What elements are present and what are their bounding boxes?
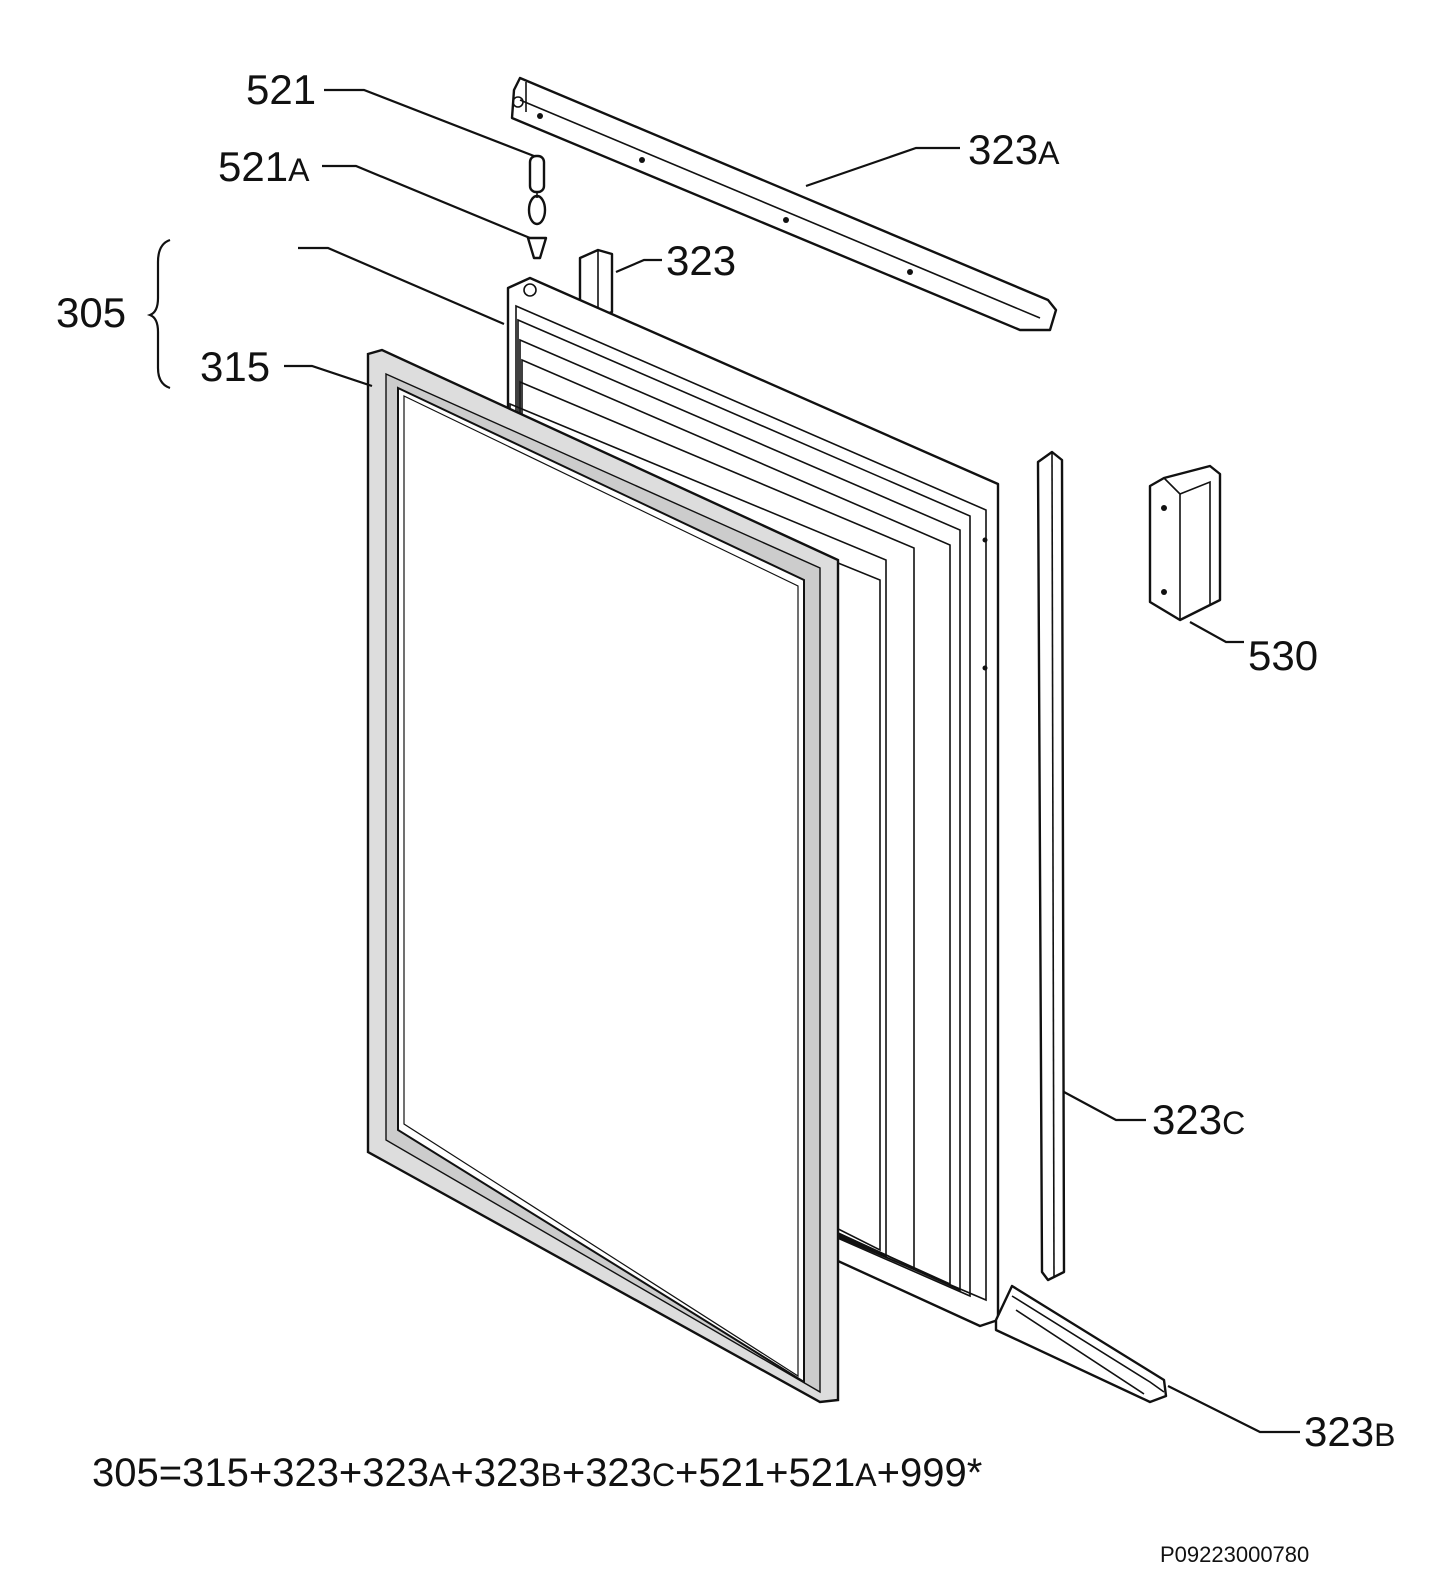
leader-530: [1189, 621, 1244, 644]
callout-305: 305: [56, 289, 126, 336]
leader-305: [298, 246, 505, 326]
leader-323c: [1063, 1091, 1146, 1122]
door-handle-530[interactable]: [1148, 464, 1222, 622]
callout-530: 530: [1248, 632, 1318, 679]
callout-521: 521: [246, 66, 316, 113]
leader-323: [615, 258, 662, 274]
leader-521a: [322, 164, 531, 240]
callout-521a: 521A: [218, 143, 310, 190]
assembly-formula: 305=315+323+323A+323B+323C+521+521A+999*: [92, 1451, 982, 1495]
callout-315: 315: [200, 343, 270, 390]
leader-323a: [805, 146, 960, 188]
door-gasket-315[interactable]: [366, 348, 840, 1404]
callout-323c: 323C: [1152, 1096, 1245, 1143]
top-rail-323a[interactable]: [510, 76, 1058, 332]
brace-305: [146, 238, 171, 390]
callout-323b: 323B: [1304, 1408, 1395, 1455]
leader-521: [324, 88, 535, 158]
leader-315: [284, 364, 373, 388]
hinge-pin-521[interactable]: [526, 154, 548, 260]
callout-323: 323: [666, 237, 736, 284]
callout-323a: 323A: [968, 126, 1060, 173]
drawing-code: P09223000780: [1160, 1542, 1309, 1567]
bottom-rail-323b[interactable]: [994, 1284, 1168, 1404]
leader-323b: [1167, 1385, 1300, 1434]
side-strip-323c[interactable]: [1036, 450, 1066, 1282]
